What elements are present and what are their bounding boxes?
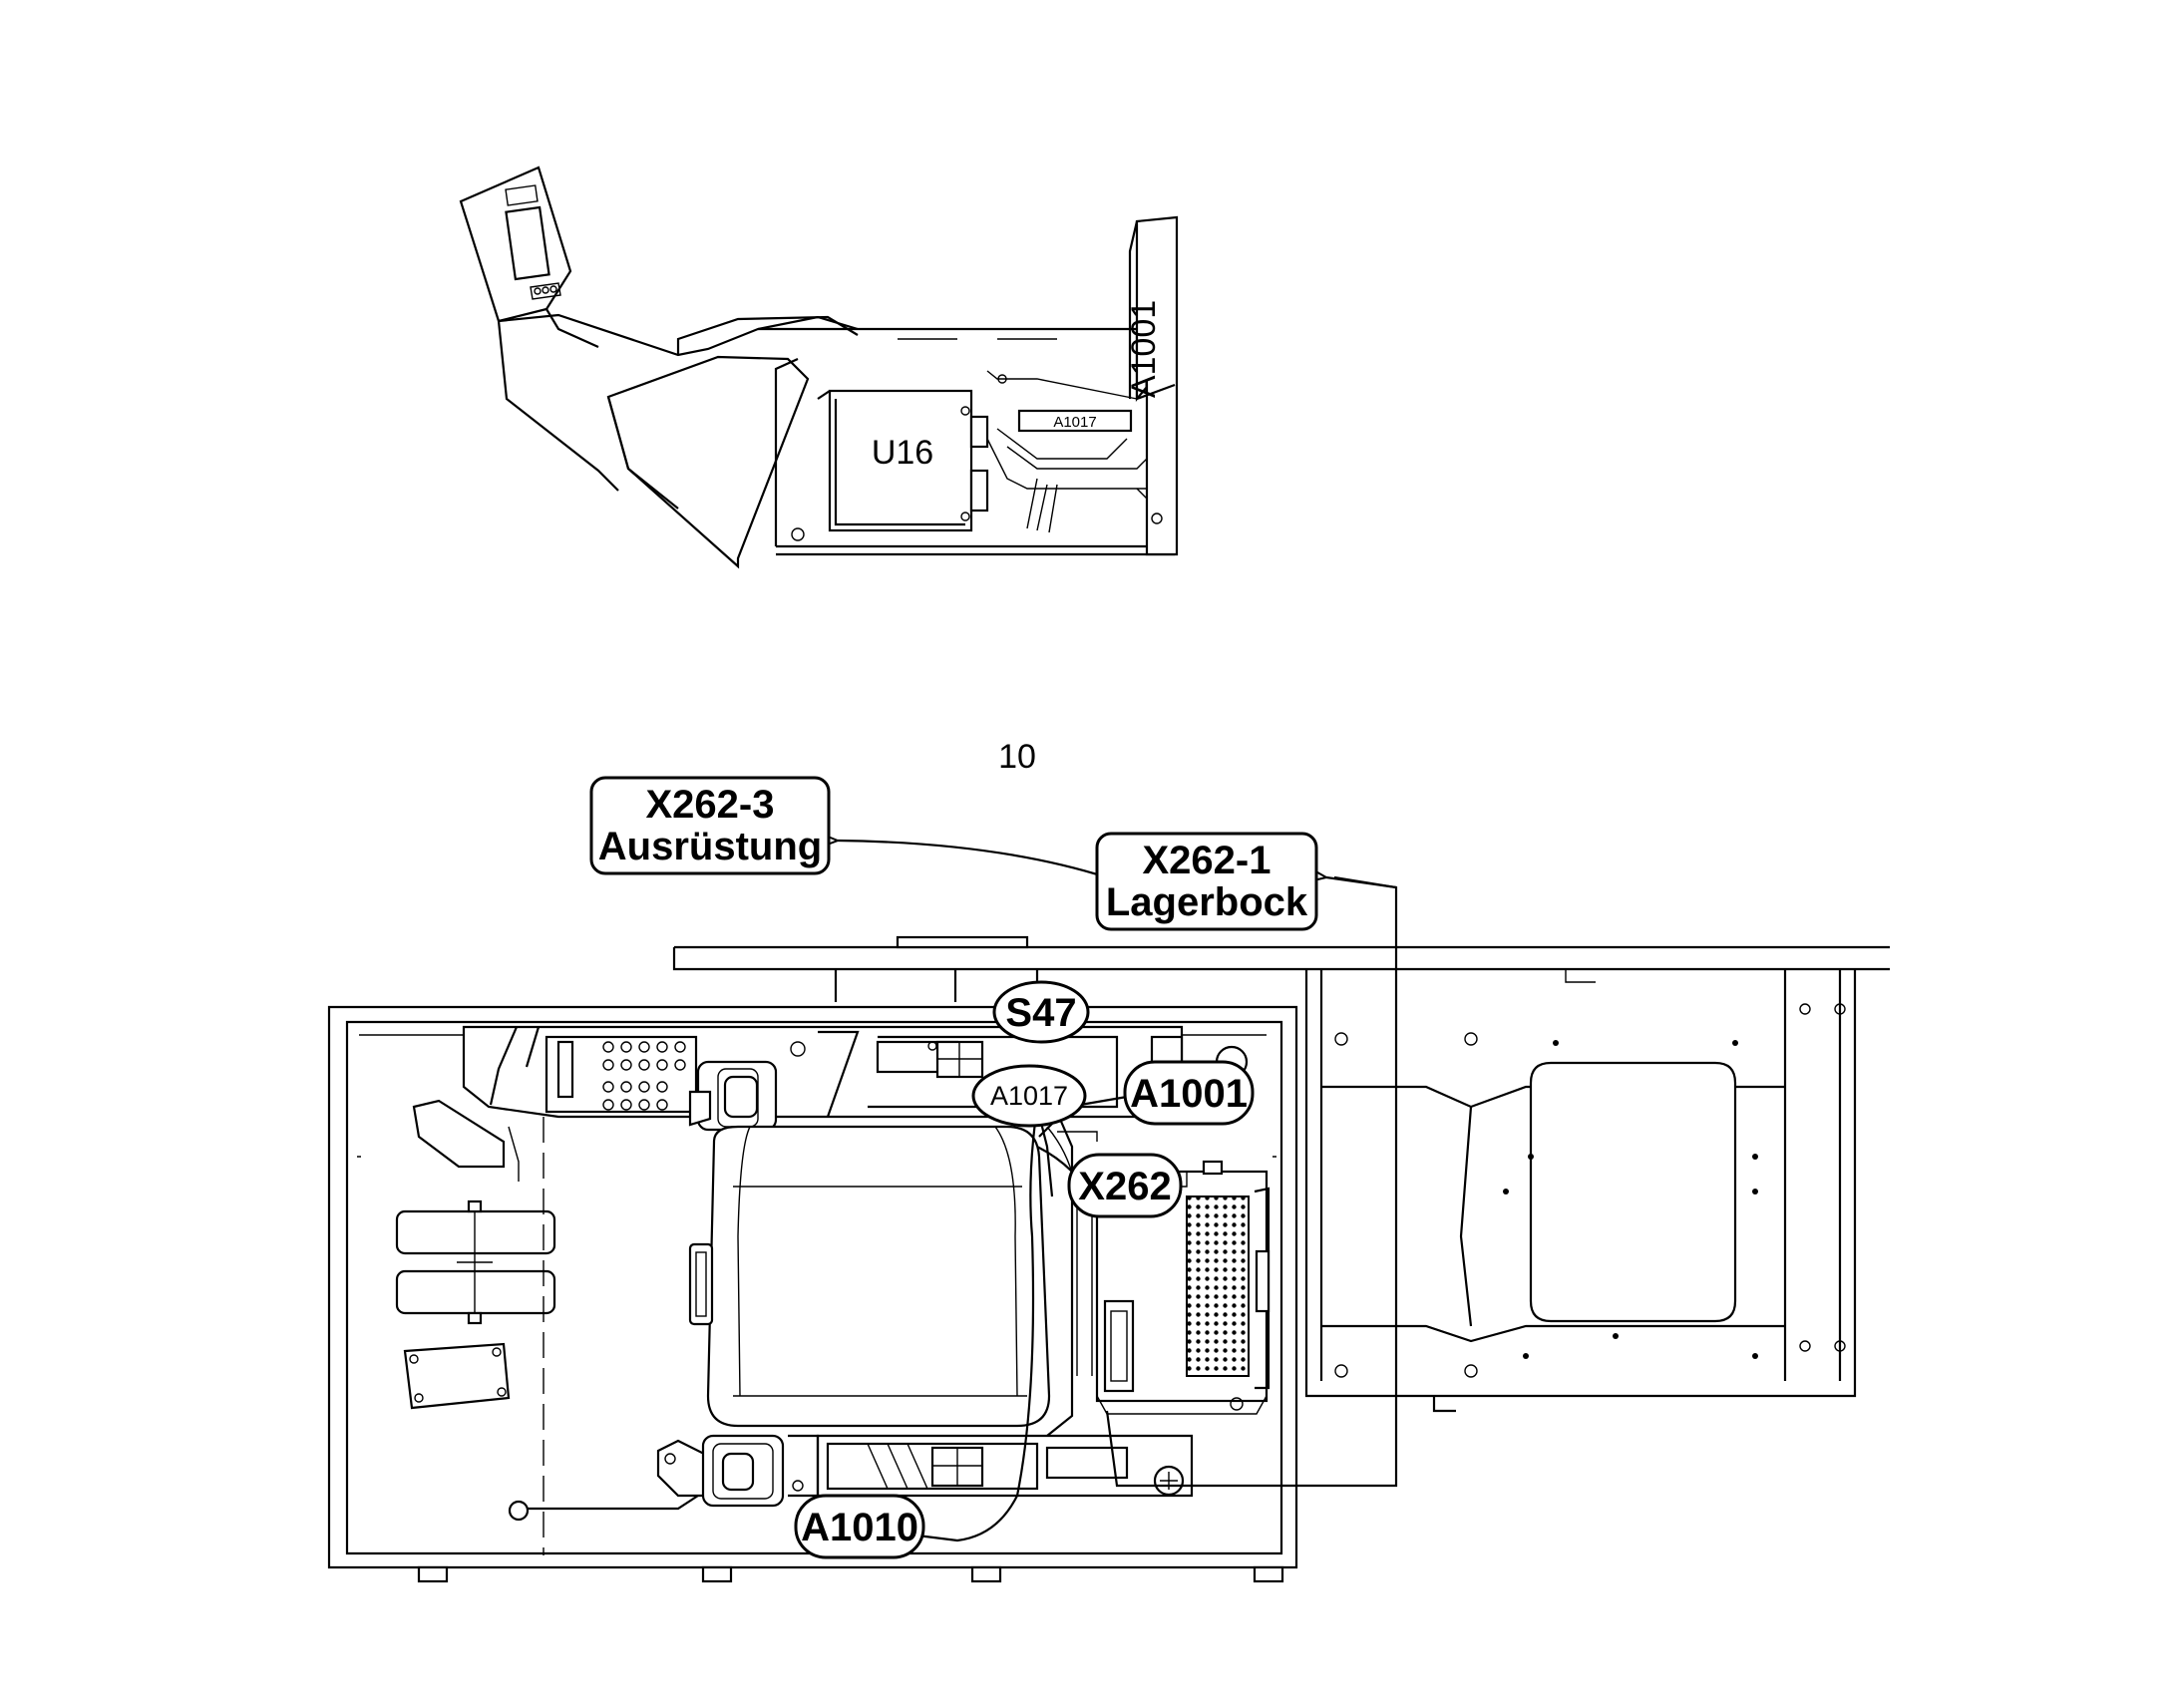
a1017-board: A1017 bbox=[986, 370, 1148, 533]
joystick-left bbox=[656, 1434, 785, 1508]
keypad-buttons bbox=[602, 1041, 686, 1111]
callout-s47-label: S47 bbox=[1005, 991, 1076, 1035]
operator-seat bbox=[688, 1115, 1098, 1437]
callout-x262-1-line1: X262-1 bbox=[1143, 839, 1272, 882]
callout-x262-1-line2: Lagerbock bbox=[1106, 880, 1308, 924]
callout-x262-3-line1: X262-3 bbox=[646, 783, 775, 827]
display-head bbox=[459, 166, 619, 492]
top-rail bbox=[672, 935, 1890, 1002]
top-isometric-view: U16 A1017 A1001 bbox=[459, 166, 1179, 569]
callout-a1010: A1010 bbox=[794, 1494, 925, 1559]
callout-a1001: A1001 bbox=[1123, 1060, 1255, 1126]
joystick-right bbox=[688, 1060, 778, 1132]
callout-x262-3-line2: Ausrüstung bbox=[598, 825, 822, 868]
u16-label: U16 bbox=[872, 434, 933, 472]
machine-frame bbox=[1304, 969, 1857, 1413]
callout-x262-3: X262-3 Ausrüstung bbox=[589, 776, 831, 875]
console-body bbox=[498, 215, 1179, 569]
floor-components bbox=[395, 1099, 699, 1555]
callout-s47: S47 bbox=[992, 980, 1090, 1044]
callout-a1017: A1017 bbox=[971, 1064, 1087, 1128]
callout-x262-1: X262-1 Lagerbock bbox=[1095, 832, 1318, 931]
right-console bbox=[788, 1434, 1194, 1498]
callout-a1017-label: A1017 bbox=[990, 1081, 1068, 1111]
callout-a1001-label: A1001 bbox=[1130, 1072, 1248, 1116]
a1017-board-label: A1017 bbox=[1053, 414, 1096, 431]
figure-number: 10 bbox=[998, 738, 1036, 776]
callout-a1010-label: A1010 bbox=[801, 1506, 918, 1549]
u16-module: U16 bbox=[817, 389, 989, 532]
bottom-plan-view: X262-3 Ausrüstung X262-1 Lagerbock S47 A… bbox=[327, 776, 1890, 1583]
a1001-panel-label: A1001 bbox=[1125, 300, 1163, 398]
callout-x262: X262 bbox=[1067, 1153, 1183, 1218]
callout-x262-label: X262 bbox=[1078, 1165, 1171, 1208]
